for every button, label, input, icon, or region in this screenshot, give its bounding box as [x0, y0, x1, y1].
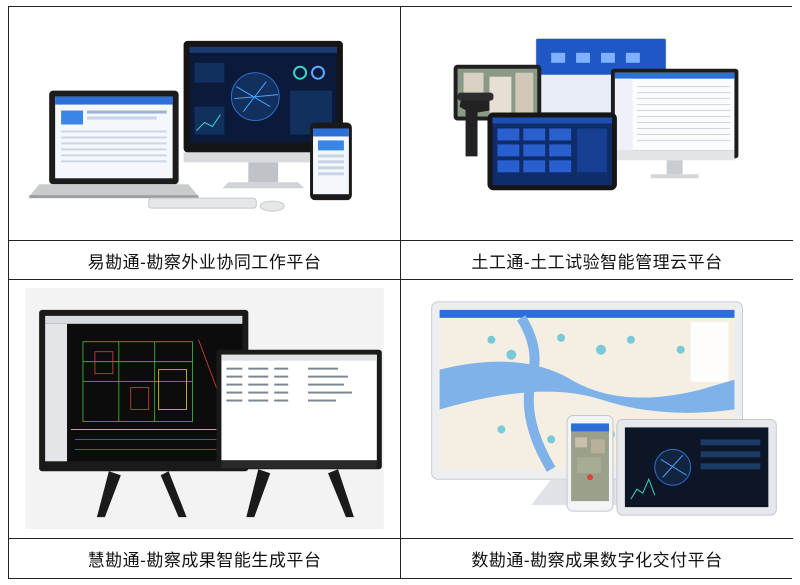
monitor-map-tablet-phone-image: [431, 301, 777, 516]
platform-caption-2: 土工通-土工试验智能管理云平台: [401, 241, 793, 280]
platform-table: 易勘通-勘察外业协同工作平台 土工通-土工试验智能管理云平台: [8, 6, 793, 579]
platform-caption-1: 易勘通-勘察外业协同工作平台: [9, 241, 401, 280]
platform-image-cell-4: [401, 280, 793, 539]
platform-image-cell-2: [401, 7, 793, 241]
dual-monitor-cad-image: [25, 287, 384, 530]
platform-caption-4: 数勘通-勘察成果数字化交付平台: [401, 539, 793, 578]
platform-image-cell-3: [9, 280, 401, 539]
platform-image-cell-1: [9, 7, 401, 241]
platform-caption-3: 慧勘通-勘察成果智能生成平台: [9, 539, 401, 578]
laptop-monitor-phone-image: [29, 40, 352, 212]
tablet-scanner-monitor-image: [453, 38, 739, 191]
